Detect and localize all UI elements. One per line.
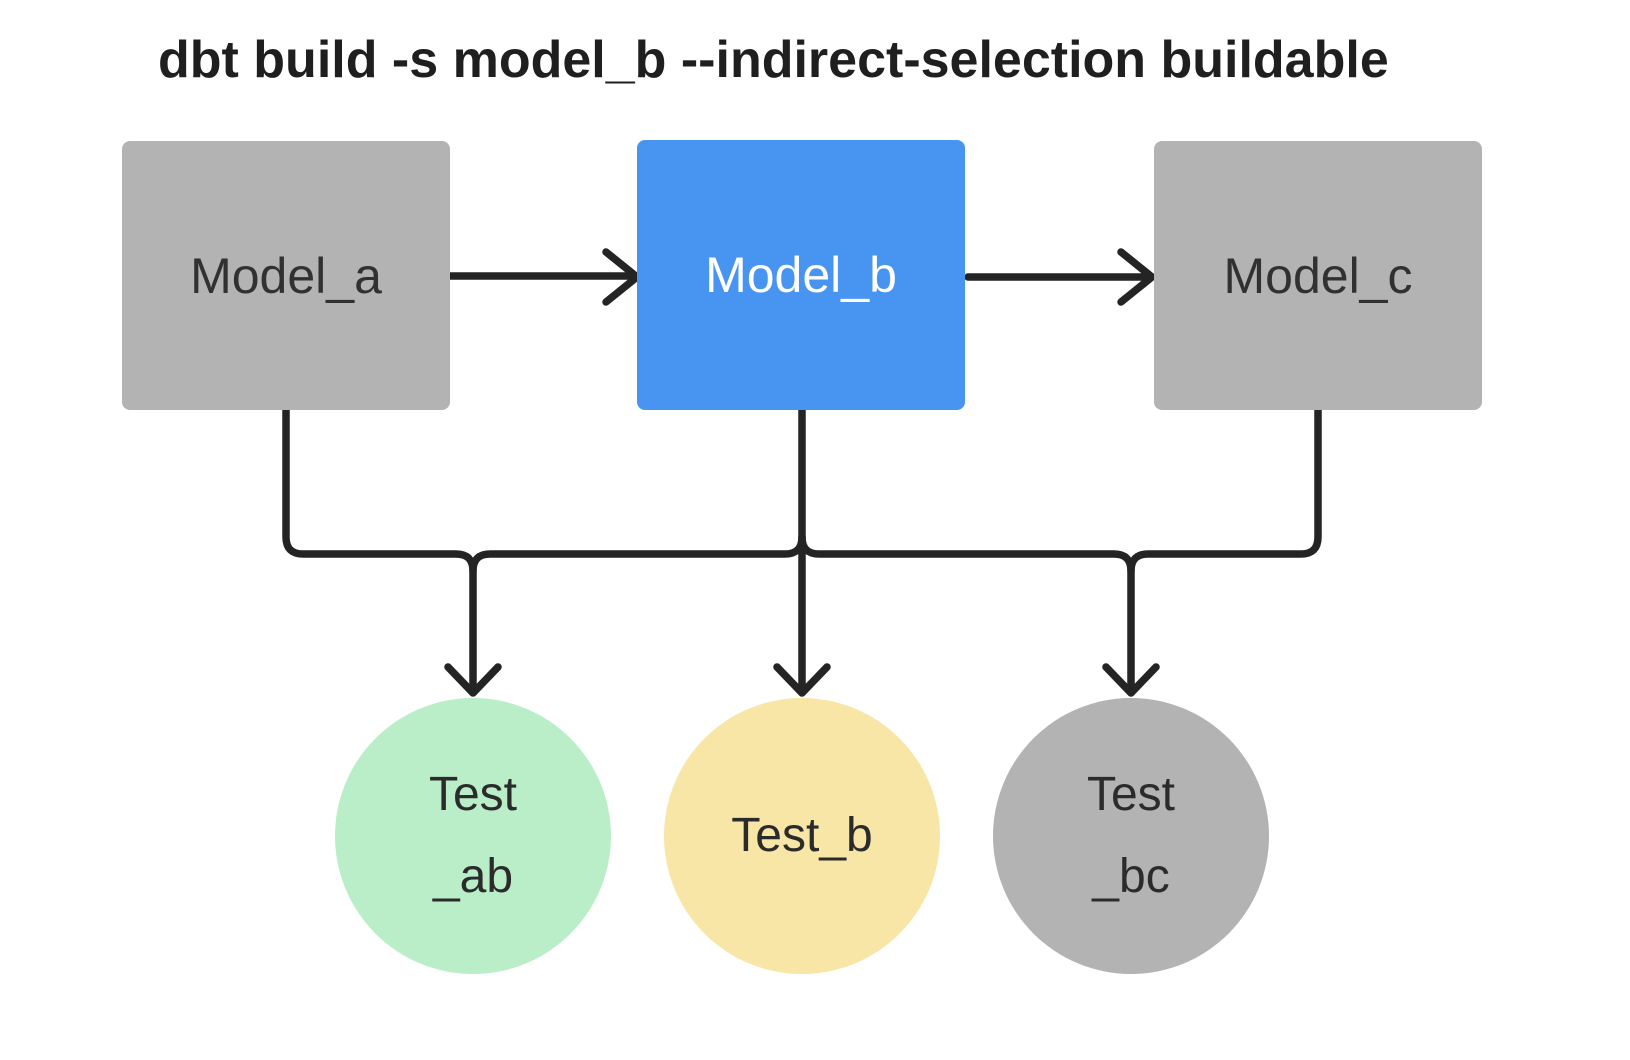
- edge-bus-right-segment: [798, 533, 1135, 575]
- node-test-b: Test_b: [664, 698, 940, 974]
- node-model-c: Model_c: [1154, 141, 1482, 410]
- node-model-b: Model_b: [637, 140, 965, 410]
- node-test-bc: Test _bc: [993, 698, 1269, 974]
- edge-model-b-to-test-b: [773, 406, 831, 697]
- node-test-ab: Test _ab: [335, 698, 611, 974]
- node-test-ab-label-line1: Test: [428, 768, 518, 821]
- node-test-bc-label-line2: _bc: [1092, 850, 1170, 903]
- arrow-model-b-to-model-c: [964, 248, 1156, 306]
- edge-model-c-to-test-bc: [1102, 406, 1322, 697]
- command-title: dbt build -s model_b --indirect-selectio…: [158, 31, 1389, 89]
- node-test-bc-label-line1: Test: [1086, 768, 1176, 821]
- edge-bus-left-segment: [469, 533, 806, 575]
- node-test-ab-label-line2: _ab: [432, 850, 514, 903]
- node-model-a-label: Model_a: [190, 247, 382, 304]
- edge-model-a-to-test-ab: [282, 406, 502, 697]
- node-model-c-label: Model_c: [1223, 247, 1413, 304]
- node-model-b-label: Model_b: [705, 247, 897, 303]
- node-test-b-label: Test_b: [731, 809, 873, 862]
- node-model-a: Model_a: [122, 141, 450, 410]
- arrow-model-a-to-model-b: [446, 248, 641, 306]
